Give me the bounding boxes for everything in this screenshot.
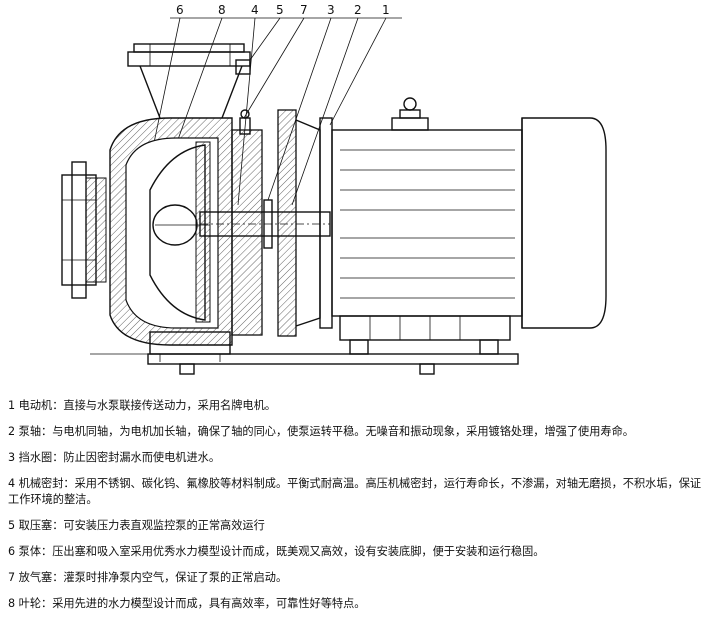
callout-7: 7: [300, 3, 308, 17]
note-pressure-plug: 5 取压塞：可安装压力表直观监控泵的正常高效运行: [8, 519, 265, 532]
callout-6: 6: [176, 3, 184, 17]
note-mechanical-seal: 4 机械密封：采用不锈钢、碳化钨、氟橡胶等材料制成。平衡式耐高温。高压机械密封，…: [8, 477, 702, 506]
suction-inlet: [61, 161, 107, 299]
seal-bracket: [231, 109, 263, 336]
part-descriptions: 1 电动机：直接与水泵联接传送动力，采用名牌电机。 2 泵轴：与电机同轴，为电机…: [8, 398, 704, 622]
note-impeller: 8 叶轮：采用先进的水力模型设计而成，具有高效率，可靠性好等特点。: [8, 597, 366, 610]
pump-shaft: [199, 199, 331, 249]
callout-4: 4: [251, 3, 259, 17]
callout-labels: 6 8 4 5 7 3 2 1: [170, 3, 402, 19]
impeller: [149, 141, 211, 323]
leader-lines: [139, 17, 387, 211]
note-vent-plug: 7 放气塞：灌泵时排净泵内空气，保证了泵的正常启动。: [8, 571, 288, 584]
callout-3: 3: [327, 3, 335, 17]
note-pump-body: 6 泵体：压出塞和吸入室采用优秀水力模型设计而成，既美观又高效，设有安装底脚，便…: [8, 545, 545, 558]
motor-body: [319, 97, 607, 329]
note-pump-shaft: 2 泵轴：与电机同轴，为电机加长轴，确保了轴的同心，使泵运转平稳。无噪音和振动现…: [8, 425, 634, 438]
callout-2: 2: [354, 3, 362, 17]
discharge-flange: [127, 43, 251, 119]
pump-casing: [109, 117, 233, 362]
callout-1: 1: [382, 3, 390, 17]
motor-base: [90, 315, 519, 375]
note-water-retaining-ring: 3 挡水圈：防止因密封漏水而使电机进水。: [8, 451, 221, 464]
pump-cross-section-drawing: 6 8 4 5 7 3 2 1: [61, 3, 607, 375]
motor-flange: [277, 109, 321, 337]
note-motor: 1 电动机：直接与水泵联接传送动力，采用名牌电机。: [8, 399, 276, 412]
callout-8: 8: [218, 3, 226, 17]
callout-5: 5: [276, 3, 284, 17]
